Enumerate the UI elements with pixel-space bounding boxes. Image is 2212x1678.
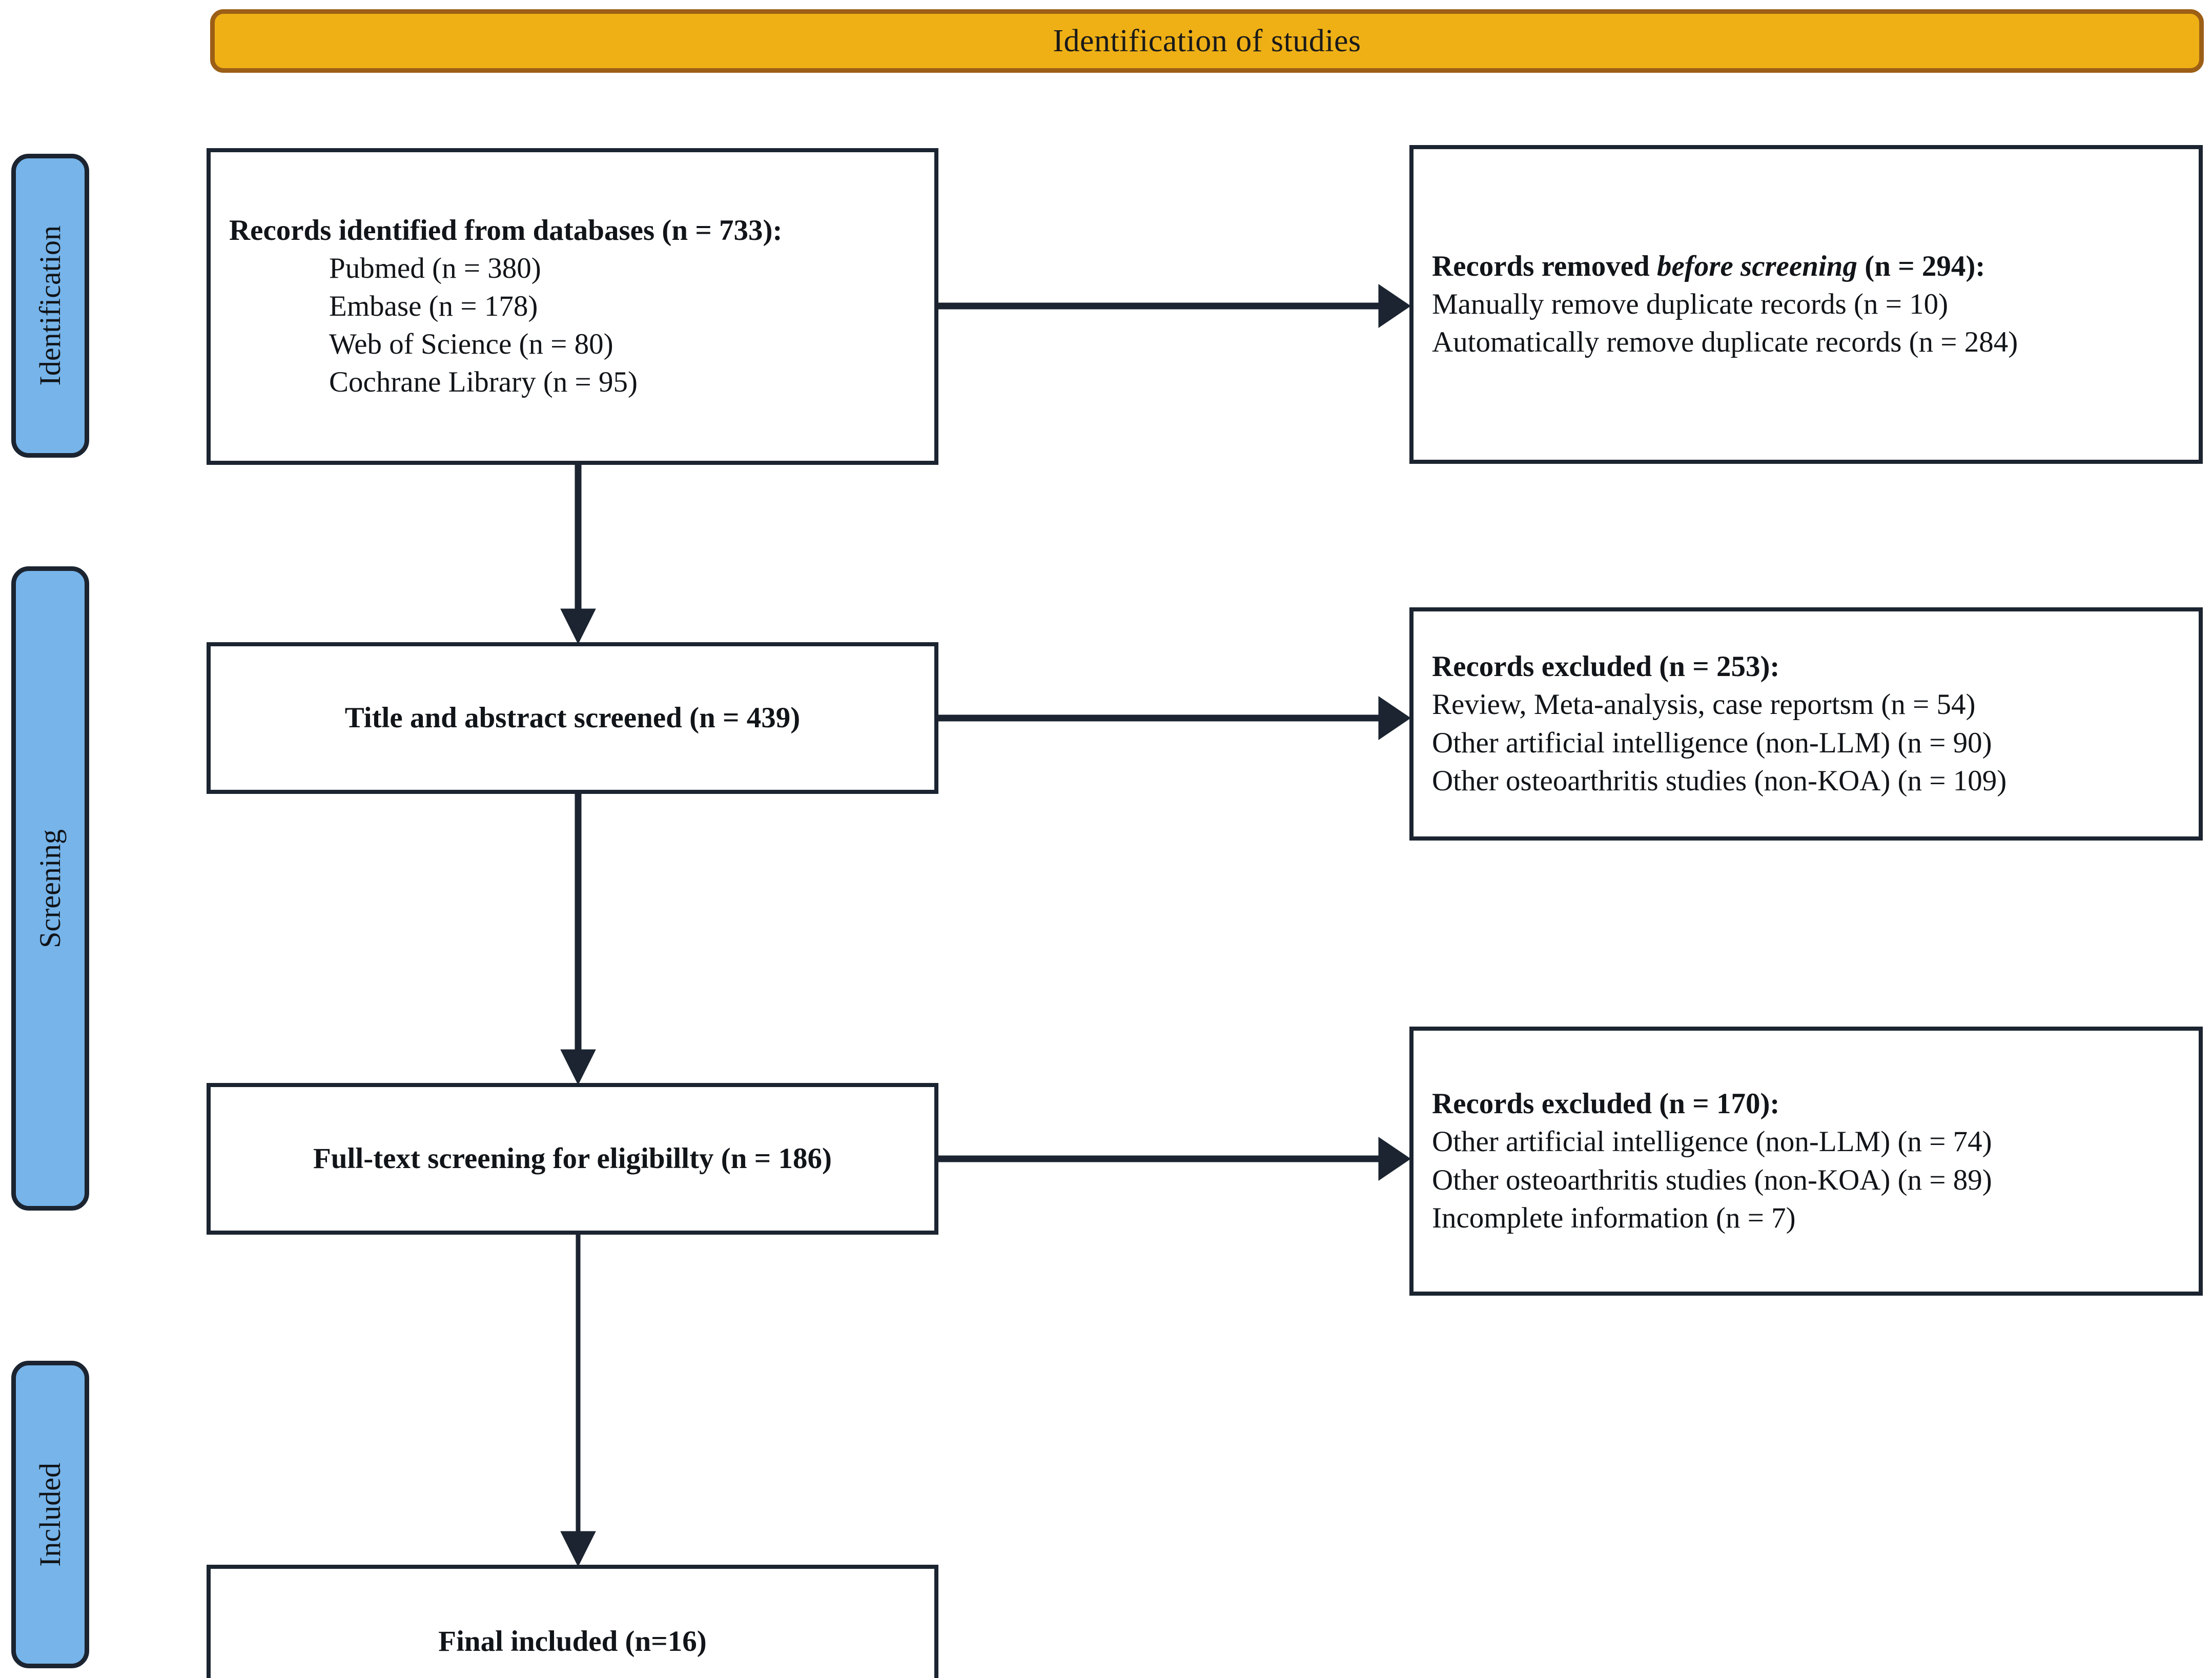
arrow-identified-to-removed <box>938 284 1411 328</box>
box-list-item: Web of Science (n = 80) <box>329 328 613 361</box>
arrow-identified-to-title-abstract <box>560 465 596 645</box>
box-heading: Records excluded (n = 170): <box>1432 1088 1780 1120</box>
phase-label-screening: Screening <box>33 829 67 948</box>
header-banner: Identification of studies <box>210 9 2204 73</box>
box-list-item: Other artificial intelligence (non-LLM) … <box>1432 1126 1992 1158</box>
box-full-text-screening: Full-text screening for eligibillty (n =… <box>207 1083 938 1235</box>
box-list-item: Incomplete information (n = 7) <box>1432 1201 1796 1234</box>
box-heading: Final included (n=16) <box>438 1625 707 1657</box>
phase-label-included: Included <box>33 1462 67 1567</box>
phase-bar-included: Included <box>11 1361 89 1668</box>
box-records-removed-before-screening: Records removed before screening (n = 29… <box>1409 145 2203 464</box>
phase-bar-screening: Screening <box>11 566 89 1211</box>
box-list-item: Automatically remove duplicate records (… <box>1432 326 2018 359</box>
box-heading: Title and abstract screened (n = 439) <box>344 701 801 734</box>
arrow-title-abstract-to-excluded-253 <box>938 696 1411 740</box>
box-list-item: Other osteoarthritis studies (non-KOA) (… <box>1432 1163 1992 1196</box>
box-records-excluded-170: Records excluded (n = 170): Other artifi… <box>1409 1027 2203 1296</box>
box-list-item: Embase (n = 178) <box>329 290 538 322</box>
box-list-item: Review, Meta-analysis, case reportsm (n … <box>1432 688 1976 721</box>
box-records-excluded-253: Records excluded (n = 253): Review, Meta… <box>1409 607 2203 841</box>
arrow-fulltext-to-excluded-170 <box>938 1137 1411 1181</box>
arrow-fulltext-to-final-included <box>560 1235 596 1567</box>
box-list-item: Other artificial intelligence (non-LLM) … <box>1432 726 1992 759</box>
box-heading: Records identified from databases (n = 7… <box>229 214 783 247</box>
phase-label-identification: Identification <box>33 226 67 386</box>
box-heading-emphasis: before screening <box>1657 250 1858 282</box>
box-records-identified: Records identified from databases (n = 7… <box>207 148 938 465</box>
page-title: Identification of studies <box>1053 24 1361 58</box>
box-heading-suffix: (n = 294): <box>1857 250 1985 282</box>
box-list-item: Manually remove duplicate records (n = 1… <box>1432 288 1949 320</box>
phase-bar-identification: Identification <box>11 154 89 458</box>
box-final-included: Final included (n=16) <box>207 1565 938 1678</box>
box-heading: Full-text screening for eligibillty (n =… <box>313 1142 832 1175</box>
box-title-and-abstract-screened: Title and abstract screened (n = 439) <box>207 642 938 794</box>
box-list-item: Other osteoarthritis studies (non-KOA) (… <box>1432 764 2007 797</box>
box-heading: Records excluded (n = 253): <box>1432 650 1780 683</box>
box-list-item: Pubmed (n = 380) <box>329 252 541 284</box>
box-heading-prefix: Records removed <box>1432 250 1657 282</box>
box-list-item: Cochrane Library (n = 95) <box>329 366 638 399</box>
box-heading: Records removed before screening (n = 29… <box>1432 248 2180 285</box>
arrow-title-abstract-to-fulltext <box>560 794 596 1086</box>
